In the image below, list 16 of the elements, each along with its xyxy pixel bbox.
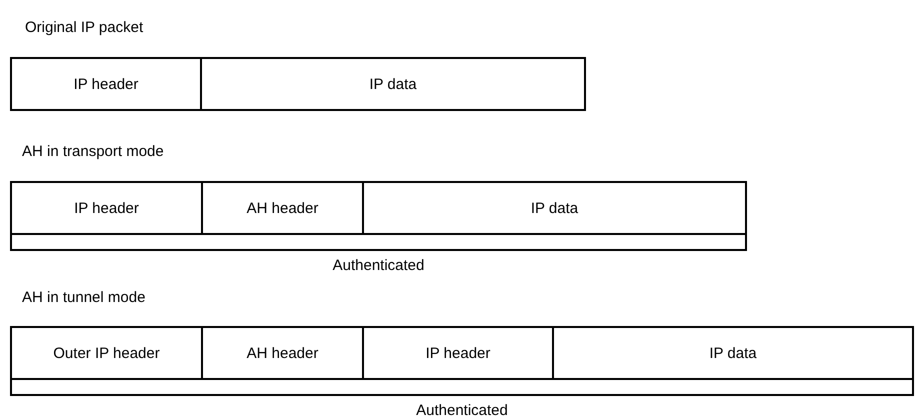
section-heading: AH in tunnel mode: [22, 289, 146, 307]
packet-field: IP data: [200, 57, 586, 111]
packet-field: AH header: [201, 326, 364, 380]
packet-field: IP header: [362, 326, 554, 380]
coverage-bar: [10, 235, 747, 251]
packet-field: IP data: [362, 181, 747, 235]
packet-field: IP header: [10, 181, 203, 235]
section-heading: Original IP packet: [25, 19, 144, 37]
coverage-label: Authenticated: [332, 257, 424, 275]
packet-field: AH header: [201, 181, 364, 235]
packet-field: IP data: [552, 326, 914, 380]
coverage-label: Authenticated: [416, 402, 508, 418]
coverage-bar: [10, 380, 914, 396]
packet-field: IP header: [10, 57, 202, 111]
packet-field: Outer IP header: [10, 326, 203, 380]
section-heading: AH in transport mode: [22, 143, 164, 161]
